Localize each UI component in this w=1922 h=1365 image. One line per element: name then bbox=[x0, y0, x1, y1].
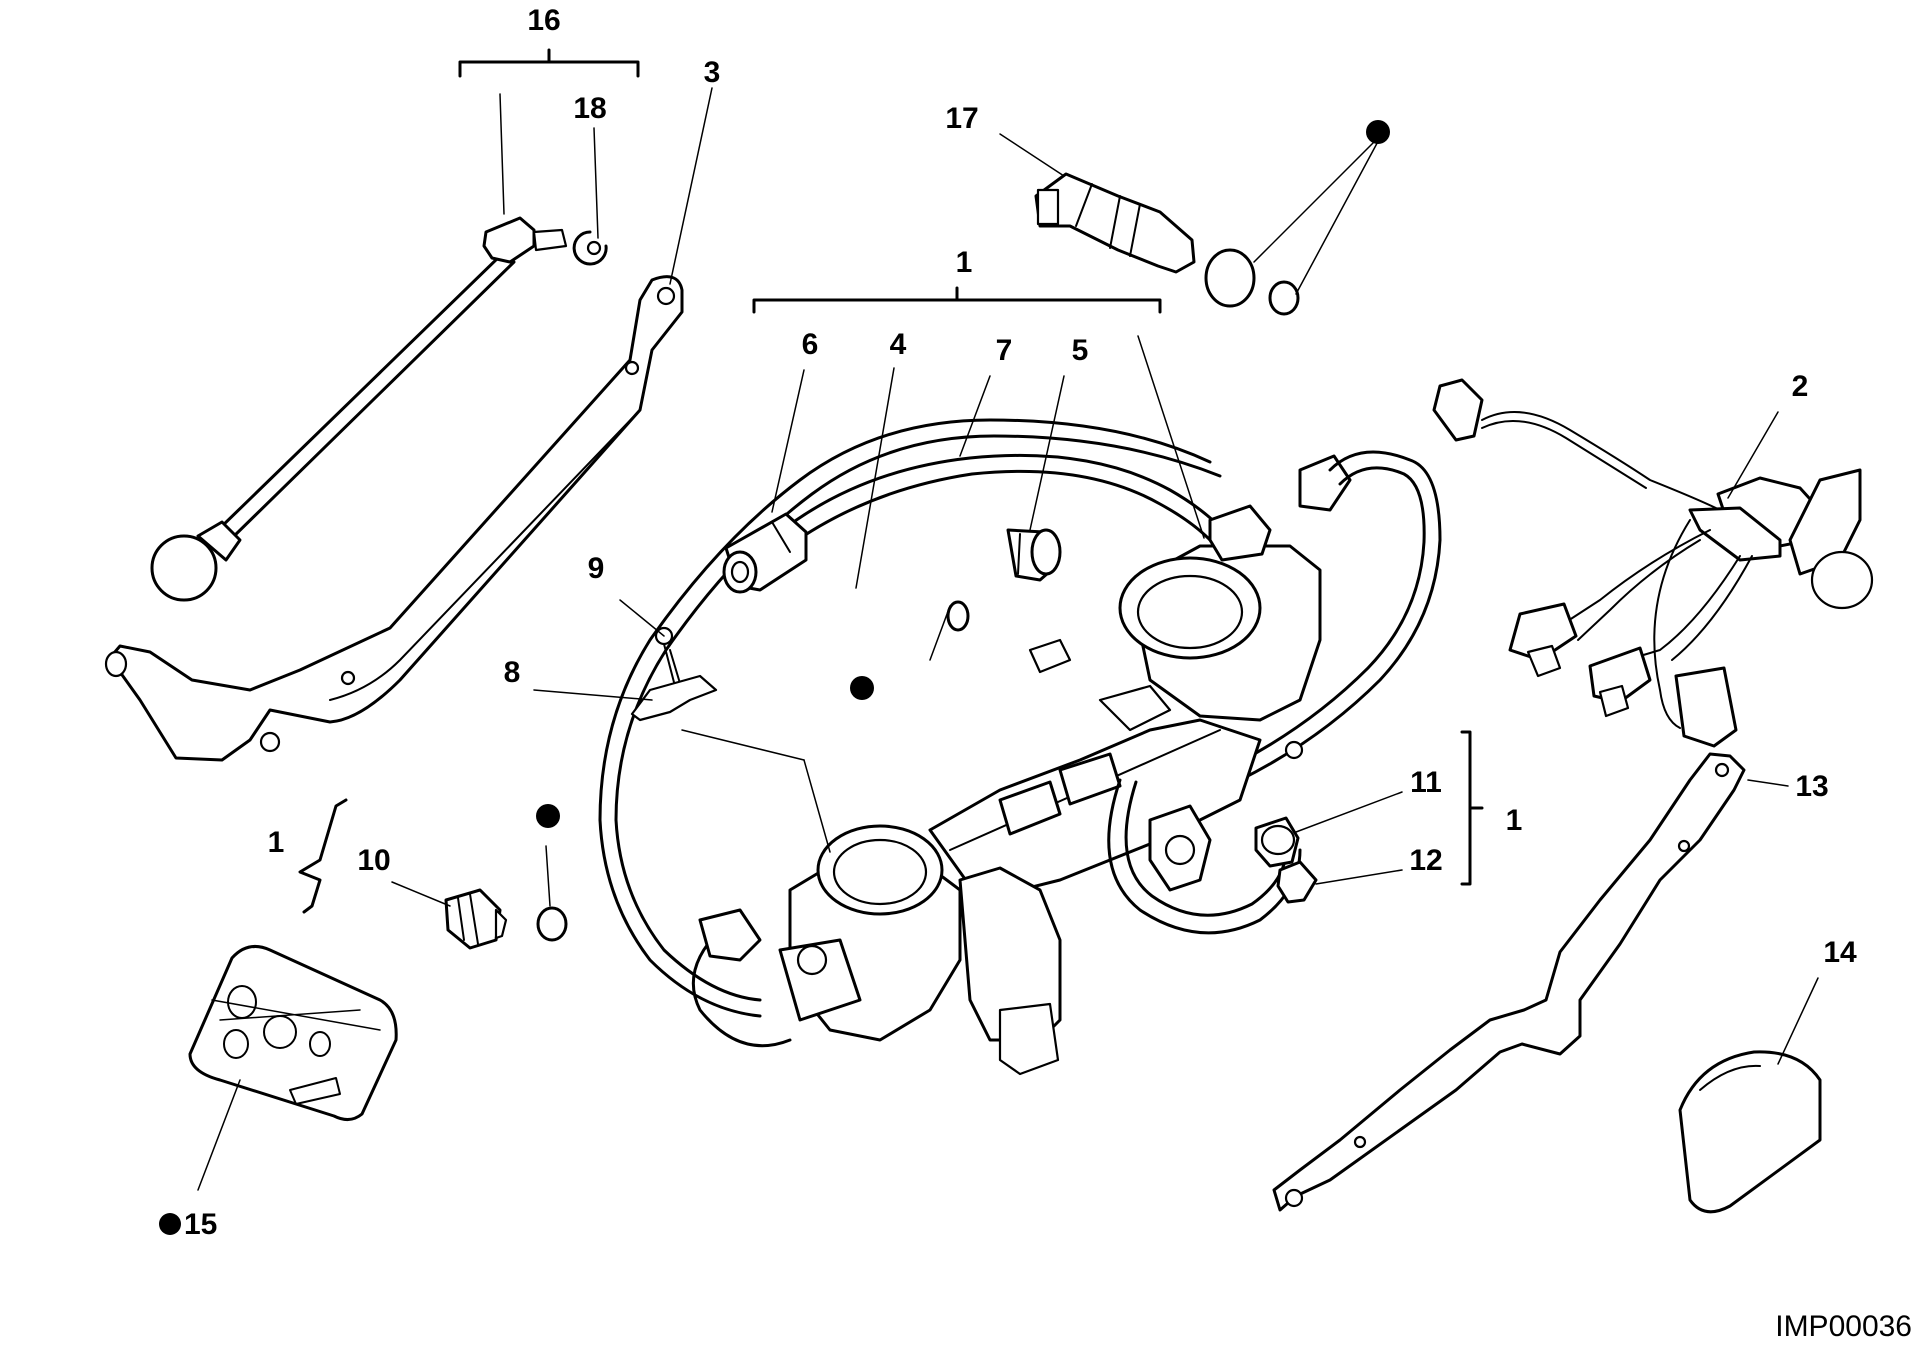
part-11-cap bbox=[1254, 816, 1300, 868]
kit-dot-throttle bbox=[850, 676, 874, 700]
part-18-clip bbox=[572, 230, 608, 266]
callout-5: 5 bbox=[1072, 334, 1089, 367]
part-10-fitting bbox=[444, 888, 508, 950]
bracket-1-top bbox=[752, 286, 1162, 314]
callout-10: 10 bbox=[357, 844, 390, 877]
part-6-hose-end bbox=[722, 512, 808, 594]
image-code: IMP00036 bbox=[1775, 1310, 1912, 1343]
callout-8: 8 bbox=[504, 656, 521, 689]
leader-lines bbox=[197, 87, 1819, 1191]
kit-dot-15 bbox=[159, 1213, 181, 1235]
callout-4: 4 bbox=[890, 328, 907, 361]
throttle-body-o-ring bbox=[946, 600, 970, 632]
callout-13: 13 bbox=[1795, 770, 1828, 803]
bracket-1-left bbox=[298, 798, 348, 914]
callout-3: 3 bbox=[704, 56, 721, 89]
part-15-seal-kit bbox=[188, 944, 398, 1121]
hose-4-loop bbox=[598, 418, 1222, 1018]
callout-16: 16 bbox=[527, 4, 560, 37]
part-17-injector bbox=[1034, 172, 1196, 274]
part-5-hose-end bbox=[1006, 528, 1062, 582]
kit-dot-fitting bbox=[536, 804, 560, 828]
callout-18: 18 bbox=[573, 92, 606, 125]
callout-1-right: 1 bbox=[1506, 804, 1523, 837]
injector-o-rings bbox=[1204, 248, 1300, 316]
callout-12: 12 bbox=[1409, 844, 1442, 877]
kit-dot-injector bbox=[1366, 120, 1390, 144]
part-3-bracket bbox=[104, 275, 684, 762]
callout-9: 9 bbox=[588, 552, 605, 585]
part-2-wiring-harness bbox=[1432, 378, 1874, 748]
callout-1-left: 1 bbox=[268, 826, 285, 859]
callout-2: 2 bbox=[1792, 370, 1809, 403]
callout-14: 14 bbox=[1823, 936, 1857, 969]
part-14-cover bbox=[1678, 1050, 1822, 1214]
bracket-16 bbox=[458, 48, 640, 78]
part-10-o-ring bbox=[536, 906, 568, 942]
part-1-throttle-body bbox=[691, 450, 1442, 1076]
callout-1-top: 1 bbox=[956, 246, 973, 279]
part-13-bracket bbox=[1272, 752, 1746, 1212]
part-16-linkage-rod bbox=[150, 216, 568, 602]
callout-17: 17 bbox=[945, 102, 978, 135]
callout-11: 11 bbox=[1410, 766, 1442, 799]
bracket-1-right bbox=[1460, 730, 1484, 886]
part-12-ring bbox=[1276, 860, 1318, 904]
callout-7: 7 bbox=[996, 334, 1013, 367]
callout-15: 15 bbox=[184, 1208, 217, 1241]
part-8-plate bbox=[630, 674, 718, 722]
callout-6: 6 bbox=[802, 328, 819, 361]
